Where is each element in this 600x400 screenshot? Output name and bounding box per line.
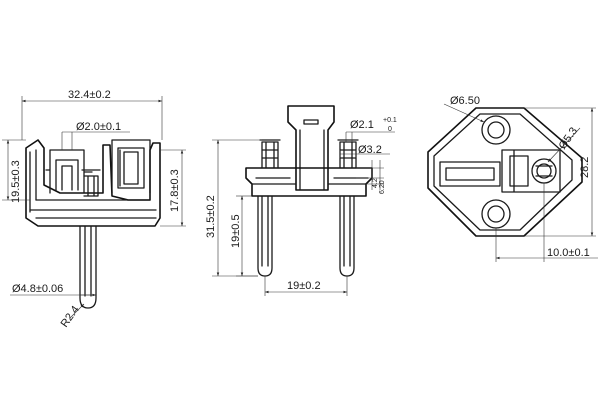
dim-side-hole: Ø2.0±0.1 (76, 121, 121, 133)
top-body-outline (427, 107, 583, 237)
dim-side-right-height: 17.8±0.3 (169, 169, 181, 212)
dim-side-radius: R2.4 (59, 304, 82, 330)
side-terminal-block (45, 149, 93, 194)
front-view: Ø2.1 +0.1 0 Ø3.2 4.2 6.20 31.5±0.2 19±0.… (205, 105, 397, 296)
dim-side-width: 32.4±0.2 (68, 89, 111, 101)
dim-front-pin-hole-tol-lower: 0 (388, 126, 392, 133)
dim-front-pin-spacing: 19±0.2 (287, 280, 321, 292)
dim-front-small-a: 4.2 (372, 178, 379, 188)
side-bolt (81, 169, 101, 197)
side-right-block (111, 139, 151, 194)
front-base (245, 167, 373, 197)
dim-front-overall-height: 31.5±0.2 (205, 195, 217, 238)
top-center-slot (439, 161, 501, 187)
dim-top-mount-hole: Ø6.50 (450, 95, 480, 107)
front-tower (287, 105, 335, 191)
top-center-hole (531, 158, 557, 184)
front-left-pin (257, 195, 273, 277)
dim-side-pin: Ø4.8±0.06 (12, 283, 63, 295)
dim-front-pin-hole: Ø2.1 (350, 119, 374, 131)
side-left-wall (29, 149, 37, 213)
dim-front-pin-dia: Ø3.2 (358, 144, 382, 156)
top-mount-hole-upper (481, 115, 511, 145)
dim-top-height: 28.2 (579, 157, 591, 178)
dim-front-small-b: 6.20 (379, 180, 386, 194)
dim-top-offset: 10.0±0.1 (547, 247, 590, 259)
top-view: Ø6.50 Ø5.3 28.2 10.0±0.1 (427, 95, 598, 262)
top-mount-hole-lower (481, 199, 511, 229)
side-body-outline (25, 139, 161, 227)
side-base-plate (29, 199, 157, 219)
front-right-pin (339, 195, 355, 277)
front-left-terminal (259, 139, 281, 169)
side-view: 32.4±0.2 Ø2.0±0.1 19.5±0.3 17.8±0.3 Ø4.8… (2, 89, 186, 330)
dim-front-pin-length: 19±0.5 (230, 214, 242, 248)
dim-top-center-hole: Ø5.3 (557, 125, 581, 151)
side-pin (79, 225, 97, 309)
dim-front-pin-hole-tol-upper: +0.1 (383, 117, 397, 124)
dim-side-left-height: 19.5±0.3 (10, 160, 22, 203)
top-terminal-housing (501, 149, 561, 193)
